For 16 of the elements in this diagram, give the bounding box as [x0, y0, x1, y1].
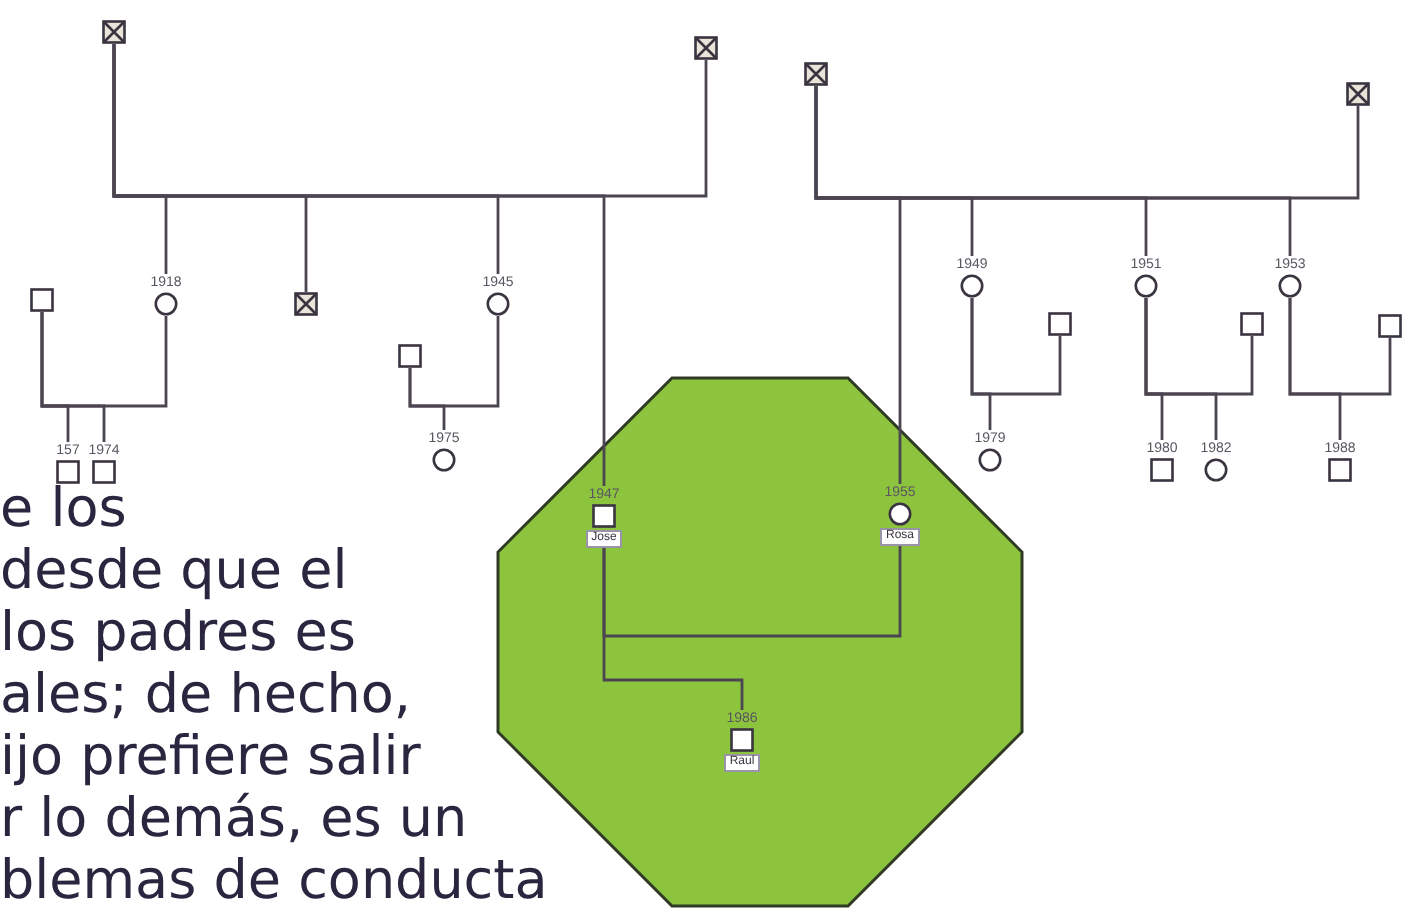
paragraph-text-line: e los [0, 480, 127, 540]
family-line [970, 298, 992, 430]
family-line [1144, 298, 1218, 440]
family-line [602, 546, 902, 638]
paragraph-text-line: ales; de hecho, [0, 666, 412, 726]
family-line [814, 86, 1292, 256]
paragraph-text-line: r lo demás, es un [0, 790, 468, 850]
paragraph-text-line: ijo prefiere salir [0, 728, 421, 788]
paragraph-text-line: los padres es [0, 604, 356, 664]
family-line [112, 44, 606, 486]
family-line [1288, 298, 1342, 440]
paragraph-text-line: blemas de conducta [0, 852, 548, 912]
family-line [40, 312, 106, 442]
family-line [408, 368, 446, 430]
paragraph-text-line: desde que el [0, 542, 348, 602]
family-line [602, 548, 744, 710]
